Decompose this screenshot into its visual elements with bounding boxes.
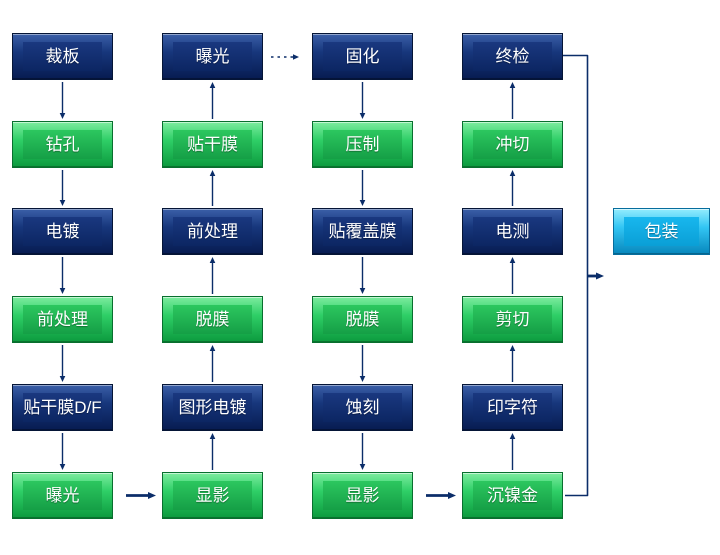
step-stripping-2: 脱膜: [312, 296, 413, 343]
step-legend-printing: 印字符: [462, 384, 563, 431]
step-label: 终检: [495, 47, 530, 66]
step-exposure-1: 曝光: [12, 472, 113, 519]
step-packing: 包装: [613, 208, 710, 255]
step-label: 钻孔: [45, 135, 80, 154]
step-label: 脱膜: [345, 310, 380, 329]
step-label: 前处理: [37, 310, 88, 329]
step-label: 裁板: [45, 47, 80, 66]
step-plating: 电镀: [12, 208, 113, 255]
step-final-inspection: 终检: [462, 33, 563, 80]
step-label: 压制: [345, 135, 380, 154]
step-label: 沉镍金: [487, 486, 538, 505]
step-pattern-plating: 图形电镀: [162, 384, 263, 431]
step-punching: 冲切: [462, 121, 563, 168]
step-cutting: 裁板: [12, 33, 113, 80]
step-label: 曝光: [195, 47, 230, 66]
step-shearing: 剪切: [462, 296, 563, 343]
step-developing-1: 显影: [162, 472, 263, 519]
step-label: 显影: [345, 486, 380, 505]
step-label: 电镀: [45, 222, 80, 241]
step-pressing: 压制: [312, 121, 413, 168]
step-pretreatment-2: 前处理: [162, 208, 263, 255]
connector-to-packing: [563, 54, 589, 497]
step-electrical-test: 电测: [462, 208, 563, 255]
step-etching: 蚀刻: [312, 384, 413, 431]
step-exposure-2: 曝光: [162, 33, 263, 80]
step-label: 脱膜: [195, 310, 230, 329]
step-enig: 沉镍金: [462, 472, 563, 519]
step-curing: 固化: [312, 33, 413, 80]
step-label: 图形电镀: [178, 398, 247, 417]
step-label: 电测: [495, 222, 530, 241]
step-label: 贴干膜: [187, 135, 238, 154]
step-label: 显影: [195, 486, 230, 505]
step-coverlay: 贴覆盖膜: [312, 208, 413, 255]
step-label: 曝光: [45, 486, 80, 505]
step-dry-film: 贴干膜: [162, 121, 263, 168]
step-label: 贴覆盖膜: [328, 222, 397, 241]
step-label: 剪切: [495, 310, 530, 329]
step-label: 包装: [644, 222, 679, 241]
step-pretreatment-1: 前处理: [12, 296, 113, 343]
step-drilling: 钻孔: [12, 121, 113, 168]
step-label: 固化: [345, 47, 380, 66]
step-label: 贴干膜D/F: [23, 398, 102, 417]
step-stripping-1: 脱膜: [162, 296, 263, 343]
step-developing-2: 显影: [312, 472, 413, 519]
step-label: 印字符: [487, 398, 538, 417]
step-dry-film-df: 贴干膜D/F: [12, 384, 113, 431]
step-label: 前处理: [187, 222, 238, 241]
step-label: 蚀刻: [345, 398, 380, 417]
step-label: 冲切: [495, 135, 530, 154]
